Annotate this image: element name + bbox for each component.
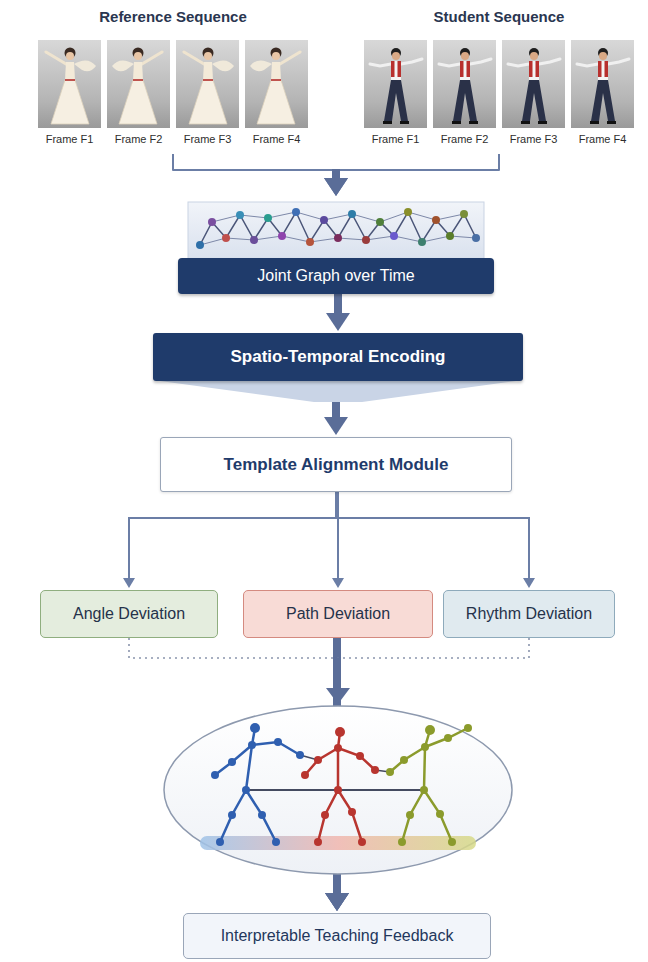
connector-branch xyxy=(336,154,499,170)
deviation-box: Angle Deviation xyxy=(40,590,218,638)
node-text: Interpretable Teaching Feedback xyxy=(221,927,454,945)
skeleton-ellipse xyxy=(164,688,512,874)
connector-trunk xyxy=(332,169,340,178)
deviation-box: Path Deviation xyxy=(243,590,433,638)
frame-caption: Frame F4 xyxy=(563,133,643,145)
connector-trunk xyxy=(332,169,340,178)
node-text: Joint Graph over Time xyxy=(178,258,494,294)
deviation-box: Rhythm Deviation xyxy=(443,590,615,638)
frame-caption: Frame F1 xyxy=(30,133,110,145)
sequence-group: Reference Sequence xyxy=(32,4,314,154)
connector-branch xyxy=(337,638,529,658)
node-text: Rhythm Deviation xyxy=(466,605,592,623)
node-text: Path Deviation xyxy=(286,605,390,623)
node-text: Reference Sequence xyxy=(32,8,314,25)
connector-trunk xyxy=(128,517,130,578)
reference-frames xyxy=(38,40,308,128)
connector-trunk xyxy=(337,492,339,578)
connector-trunk xyxy=(528,517,530,578)
joint-graph xyxy=(188,202,484,260)
connector xyxy=(336,492,529,578)
connector xyxy=(129,492,336,578)
feedback-box: Interpretable Teaching Feedback xyxy=(183,913,491,959)
frame-caption: Frame F2 xyxy=(99,133,179,145)
node-text: Spatio-Temporal Encoding xyxy=(230,347,445,367)
student-frames xyxy=(364,40,634,128)
node-text: Angle Deviation xyxy=(73,605,185,623)
sequence-group: Student Sequence xyxy=(358,4,640,154)
frame-caption: Frame F3 xyxy=(168,133,248,145)
connector xyxy=(336,154,499,178)
encoding-box: Spatio-Temporal Encoding xyxy=(153,333,523,381)
connector xyxy=(338,294,339,313)
connector-branch xyxy=(129,492,336,518)
graph-band: Joint Graph over Time xyxy=(178,198,494,294)
module-box: Template Alignment Module xyxy=(160,437,512,492)
frame-caption: Frame F1 xyxy=(356,133,436,145)
node-text: Template Alignment Module xyxy=(224,455,449,475)
node-text: Student Sequence xyxy=(358,8,640,25)
frame-caption: Frame F2 xyxy=(425,133,505,145)
connector xyxy=(173,154,336,178)
frame-caption: Frame F3 xyxy=(494,133,574,145)
connector-branch xyxy=(129,638,337,658)
connector-branch xyxy=(336,492,529,518)
connector-trunk xyxy=(334,294,342,313)
funnel xyxy=(160,381,516,402)
connector xyxy=(338,492,339,578)
connector-branch xyxy=(173,154,336,170)
frame-caption: Frame F4 xyxy=(237,133,317,145)
